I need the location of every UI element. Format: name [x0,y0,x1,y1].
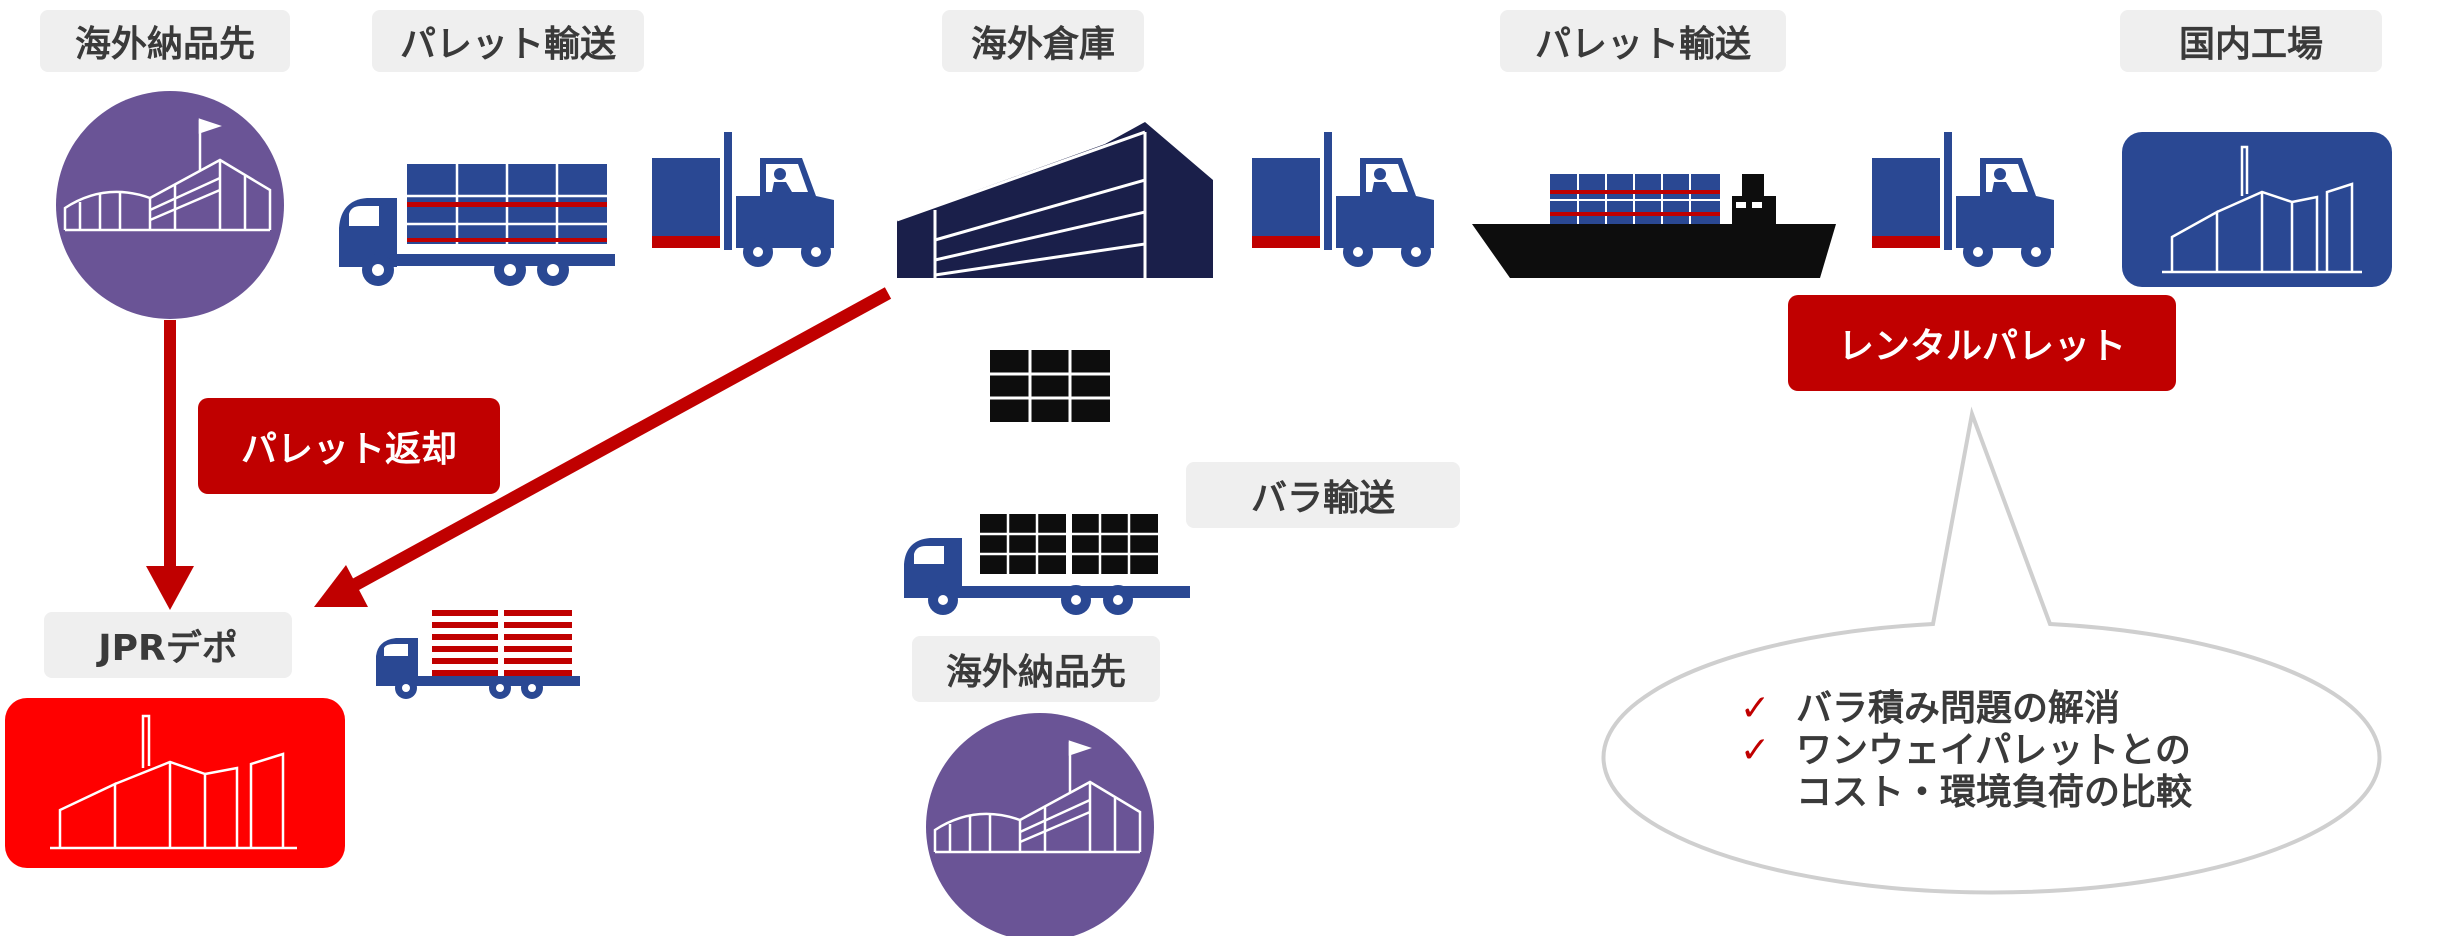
label-pallet-transport-2: パレット輸送 [1500,10,1786,72]
pallet-truck-icon [339,164,615,286]
label-jpr-depot: JPRデポ [44,612,292,678]
return-arrow-vertical [146,320,194,610]
overseas-warehouse-icon [896,122,1213,278]
rental-pallet-button: レンタルパレット [1788,295,2176,391]
domestic-factory-icon [2122,132,2392,287]
forklift-icon [1252,132,1434,267]
check-icon: ✓ [1740,730,1771,771]
pallet-return-button: パレット返却 [198,398,500,494]
callout-text: ✓バラ積み問題の解消 ✓ワンウェイパレットとの コスト・環境負荷の比較 [1740,688,2192,814]
callout-line-3: コスト・環境負荷の比較 [1796,772,2193,813]
bottom-customer-warehouse-icon [926,713,1154,936]
bulk-cargo-icon [990,350,1110,422]
label-domestic-factory: 国内工場 [2120,10,2382,72]
forklift-icon [1872,132,2054,267]
callout-bubble [1601,406,2382,895]
label-pallet-transport-1: パレット輸送 [372,10,644,72]
label-overseas-warehouse: 海外倉庫 [942,10,1144,72]
callout-line-1: ✓バラ積み問題の解消 [1740,688,2121,729]
pallet-return-truck-icon [376,610,580,699]
label-origin-customer: 海外納品先 [40,10,290,72]
label-bottom-customer: 海外納品先 [912,636,1160,702]
container-ship-icon [1472,174,1836,278]
forklift-icon [652,132,834,267]
callout-line-2: ✓ワンウェイパレットとの [1740,730,2191,771]
origin-customer-warehouse-icon [56,91,284,319]
return-arrow-diagonal [314,287,892,607]
label-bulk-transport: バラ輸送 [1186,462,1460,528]
check-icon: ✓ [1740,688,1771,729]
jpr-depot-factory-icon [5,698,345,868]
bulk-truck-icon [904,514,1190,615]
